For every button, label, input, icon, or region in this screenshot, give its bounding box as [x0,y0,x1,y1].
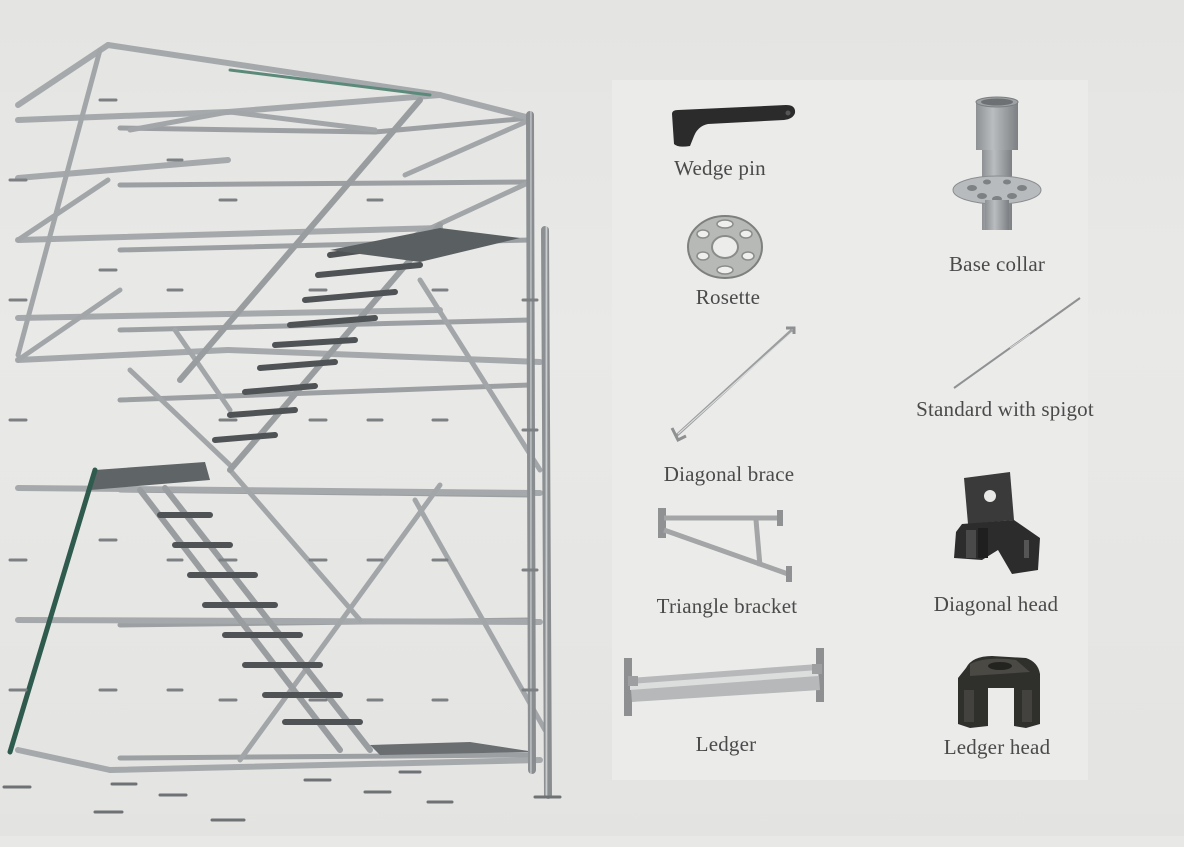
diagonal-brace-icon [668,326,798,444]
rosette-icon [686,214,764,280]
standard-icon [950,294,1084,392]
standard-with-spigot-label: Standard with spigot [916,397,1094,421]
triangle-bracket-label: Triangle bracket [656,594,798,618]
ledger-label: Ledger [695,732,757,756]
base-collar-icon [952,96,1042,236]
base-collar-label: Base collar [948,252,1046,276]
scaffold-tower-illustration [2,36,562,822]
diagonal-head-icon [952,470,1048,574]
rosette-label: Rosette [695,285,761,309]
wedge-pin-label: Wedge pin [674,156,766,180]
ledger-head-icon [956,654,1042,730]
ledger-head-label: Ledger head [943,735,1051,759]
ledger-icon [620,646,832,718]
diagonal-brace-label: Diagonal brace [663,462,795,486]
wedge-pin-icon [668,104,798,150]
diagonal-head-label: Diagonal head [933,592,1059,616]
bottom-strip [0,836,1184,847]
triangle-bracket-icon [656,506,796,586]
